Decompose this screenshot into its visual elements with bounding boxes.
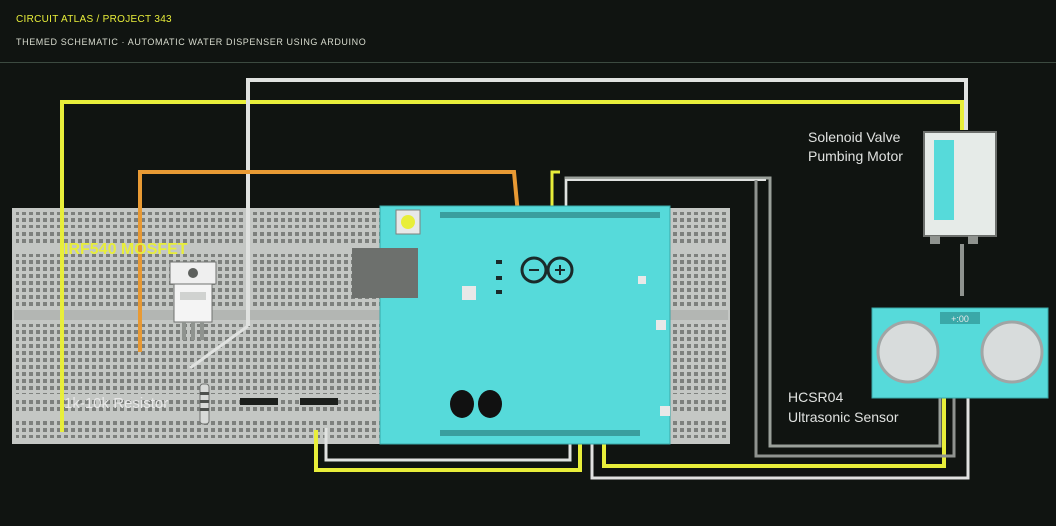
wire-white-lead[interactable]	[189, 324, 249, 370]
wire-white-valve[interactable]	[246, 78, 968, 326]
valve-foot	[968, 236, 978, 244]
breadboard-slot	[240, 398, 278, 405]
ultrasonic-sensor[interactable]: +:00	[871, 307, 1049, 399]
usb-port	[352, 248, 418, 298]
capacitor	[450, 390, 474, 418]
resistor-component[interactable]	[199, 383, 210, 425]
wire-orange-gate[interactable]	[138, 170, 520, 352]
led	[496, 276, 502, 280]
resistor-body	[199, 383, 210, 425]
breadboard-slot	[300, 398, 338, 405]
chip	[462, 286, 476, 300]
wire-yellow-lower[interactable]	[314, 430, 582, 472]
arduino-logo-right	[546, 256, 574, 284]
page-subtitle: THEMED SCHEMATIC · AUTOMATIC WATER DISPE…	[16, 37, 367, 47]
arduino-logo-left	[520, 256, 548, 284]
arduino-component	[660, 406, 670, 416]
wire-white-gnd[interactable]	[590, 398, 970, 480]
header-bar: CIRCUIT ATLAS / PROJECT 343 THEMED SCHEM…	[0, 0, 1056, 63]
mosfet-pin	[200, 322, 204, 340]
solenoid-valve[interactable]	[923, 131, 997, 244]
arduino-component	[638, 276, 646, 284]
resistor-band	[200, 400, 209, 403]
wire-yellow-power[interactable]	[60, 100, 964, 432]
mosfet-label: IRF540 MOSFET	[64, 241, 188, 258]
arduino-board[interactable]	[352, 205, 671, 445]
valve-label-line1: Solenoid Valve	[808, 129, 901, 145]
valve-foot	[930, 236, 940, 244]
mosfet-pin	[182, 322, 186, 340]
wire-white-sensor[interactable]	[565, 179, 766, 216]
arduino-component	[656, 320, 666, 330]
sensor-chip-text: +:00	[951, 314, 969, 324]
digital-header	[440, 212, 660, 218]
wire-gray-vcc[interactable]	[754, 180, 956, 458]
breadcrumb[interactable]: CIRCUIT ATLAS / PROJECT 343	[16, 14, 172, 25]
analog-header	[440, 430, 640, 436]
mosfet-marking	[180, 292, 206, 300]
mosfet-mount-hole	[188, 268, 198, 278]
breadboard-center-channel	[14, 310, 728, 320]
led	[496, 260, 502, 264]
wires	[60, 78, 970, 480]
reset-button-cap	[401, 215, 415, 229]
resistor-label: 1k-10k Resistor	[64, 395, 168, 412]
sensor-transmitter	[876, 320, 940, 384]
valve-window	[934, 140, 954, 220]
mosfet-component[interactable]	[169, 261, 217, 340]
sensor-chip	[940, 312, 980, 324]
capacitor	[478, 390, 502, 418]
wire-white-lower[interactable]	[324, 428, 572, 462]
resistor-band	[200, 408, 209, 411]
wire-yellow-pin[interactable]	[550, 170, 560, 216]
sensor-receiver	[980, 320, 1044, 384]
valve-label-line2: Pumbing Motor	[808, 148, 903, 164]
led	[496, 290, 502, 294]
sensor-label-line2: Ultrasonic Sensor	[788, 409, 899, 425]
sensor-label-line1: HCSR04	[788, 389, 843, 405]
resistor-band	[200, 392, 209, 395]
arduino-pcb	[379, 205, 671, 445]
mosfet-pin	[191, 322, 195, 340]
mosfet-body	[173, 283, 213, 323]
wire-yellow-echo[interactable]	[602, 398, 946, 468]
